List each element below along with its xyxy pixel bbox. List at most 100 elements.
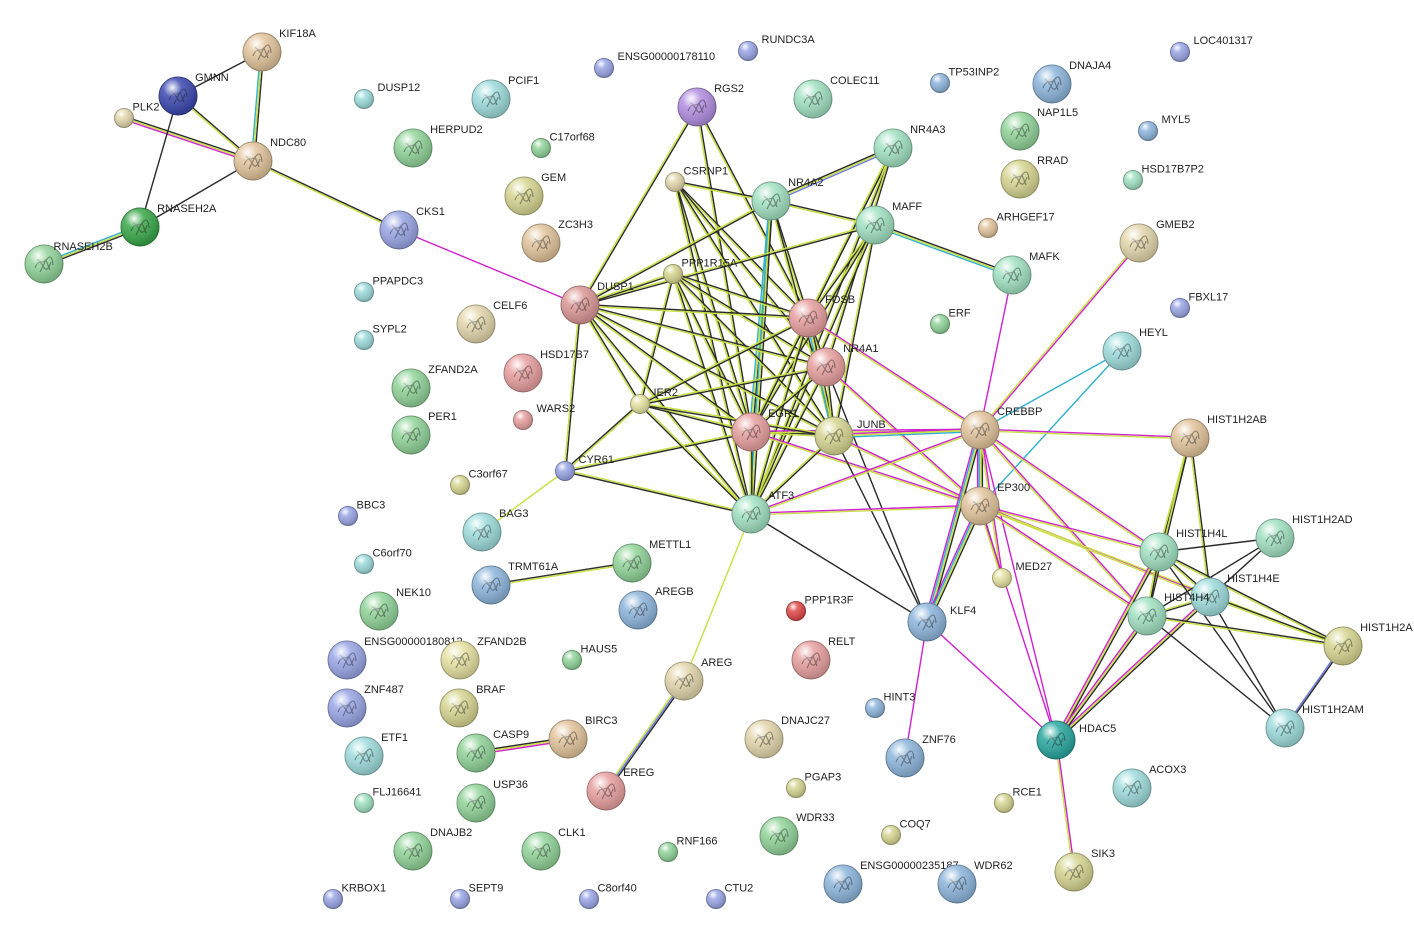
node-atf3[interactable]: ATF3: [731, 490, 794, 534]
node-hint3[interactable]: HINT3: [865, 691, 916, 718]
node-ensg00000178110[interactable]: ENSG00000178110: [594, 51, 716, 78]
node-ereg[interactable]: EREG: [586, 767, 654, 811]
node-zc3h3[interactable]: ZC3H3: [521, 219, 593, 263]
node-sik3[interactable]: SIK3: [1054, 848, 1115, 892]
node-rgs2[interactable]: RGS2: [677, 83, 744, 127]
node-zfand2b[interactable]: ZFAND2B: [440, 636, 527, 680]
node-wars2[interactable]: WARS2: [513, 403, 576, 430]
node-ep300[interactable]: EP300: [960, 482, 1030, 526]
node-wdr62[interactable]: WDR62: [937, 860, 1013, 904]
node-csrnp1[interactable]: CSRNP1: [665, 165, 729, 192]
node-egr1[interactable]: EGR1: [731, 408, 798, 452]
node-med27[interactable]: MED27: [992, 561, 1053, 588]
node-c8orf40[interactable]: C8orf40: [579, 882, 637, 909]
node-ndc80[interactable]: NDC80: [233, 137, 306, 181]
node-gem[interactable]: GEM: [504, 172, 566, 216]
node-rundc3a[interactable]: RUNDC3A: [738, 34, 816, 61]
node-maff[interactable]: MAFF: [855, 201, 922, 245]
node-flj16641[interactable]: FLJ16641: [354, 786, 422, 813]
node-klf4[interactable]: KLF4: [907, 602, 976, 642]
node-nek10[interactable]: NEK10: [359, 587, 431, 631]
node-rce1[interactable]: RCE1: [994, 786, 1042, 813]
node-herpud2[interactable]: HERPUD2: [393, 124, 483, 168]
node-hist4h4[interactable]: HIST4H4: [1127, 592, 1209, 636]
node-ier2[interactable]: IER2: [630, 387, 678, 414]
node-pcif1[interactable]: PCIF1: [471, 75, 539, 119]
node-dusp1[interactable]: DUSP1: [560, 281, 634, 325]
node-hist1h2a[interactable]: HIST1H2A: [1323, 622, 1413, 666]
node-hsd17b7[interactable]: HSD17B7: [503, 349, 589, 393]
node-bag3[interactable]: BAG3: [462, 508, 528, 552]
node-krbox1[interactable]: KRBOX1: [323, 882, 387, 909]
node-hist1h4e[interactable]: HIST1H4E: [1190, 573, 1280, 617]
node-rnf166[interactable]: RNF166: [658, 835, 718, 862]
node-trmt61a[interactable]: TRMT61A: [471, 561, 559, 605]
node-c6orf70[interactable]: C6orf70: [354, 547, 412, 574]
node-ppapdc3[interactable]: PPAPDC3: [354, 275, 424, 302]
node-junb[interactable]: JUNB: [814, 416, 886, 456]
node-rrad[interactable]: RRAD: [1000, 155, 1068, 199]
node-kif18a[interactable]: KIF18A: [242, 28, 316, 72]
node-dusp12[interactable]: DUSP12: [354, 82, 421, 109]
node-usp36[interactable]: USP36: [456, 779, 528, 823]
node-sept9[interactable]: SEPT9: [450, 882, 504, 909]
node-nap1l5[interactable]: NAP1L5: [1000, 107, 1078, 151]
node-aregb[interactable]: AREGB: [618, 586, 694, 630]
node-dnajc27[interactable]: DNAJC27: [744, 715, 830, 759]
node-dnajb2[interactable]: DNAJB2: [393, 827, 472, 871]
node-gmeb2[interactable]: GMEB2: [1119, 219, 1195, 263]
node-c3orf67[interactable]: C3orf67: [450, 468, 508, 495]
node-hsd17b7p2[interactable]: HSD17B7P2: [1123, 163, 1204, 190]
node-rnaseh2b[interactable]: RNASEH2B: [24, 241, 113, 284]
node-celf6[interactable]: CELF6: [456, 300, 527, 344]
node-erf[interactable]: ERF: [930, 307, 971, 334]
node-fosb[interactable]: FOSB: [788, 294, 855, 338]
node-hist1h2ad[interactable]: HIST1H2AD: [1255, 514, 1353, 558]
node-nr4a1[interactable]: NR4A1: [806, 343, 879, 387]
node-ppp1r3f[interactable]: PPP1R3F: [786, 594, 854, 621]
node-haus5[interactable]: HAUS5: [562, 643, 618, 670]
node-znf487[interactable]: ZNF487: [327, 684, 404, 728]
node-areg[interactable]: AREG: [664, 657, 732, 701]
node-casp9[interactable]: CASP9: [456, 729, 529, 773]
node-hist1h4l[interactable]: HIST1H4L: [1139, 528, 1227, 572]
node-per1[interactable]: PER1: [391, 411, 457, 455]
node-nr4a3[interactable]: NR4A3: [873, 124, 946, 168]
node-birc3[interactable]: BIRC3: [548, 715, 618, 759]
node-znf76[interactable]: ZNF76: [885, 734, 956, 778]
node-ensg00000235187[interactable]: ENSG00000235187: [823, 860, 959, 904]
node-cks1[interactable]: CKS1: [379, 206, 445, 250]
node-hist1h2ab[interactable]: HIST1H2AB: [1170, 414, 1267, 458]
node-fbxl17[interactable]: FBXL17: [1170, 291, 1229, 318]
node-myl5[interactable]: MYL5: [1138, 114, 1191, 141]
node-c17orf68[interactable]: C17orf68: [531, 131, 595, 158]
node-tp53inp2[interactable]: TP53INP2: [930, 66, 1000, 93]
node-rnaseh2a[interactable]: RNASEH2A: [120, 203, 217, 247]
node-crebbp[interactable]: CREBBP: [960, 406, 1042, 450]
node-colec11[interactable]: COLEC11: [793, 75, 879, 119]
node-mafk[interactable]: MAFK: [992, 251, 1060, 295]
node-acox3[interactable]: ACOX3: [1112, 764, 1186, 808]
node-loc401317[interactable]: LOC401317: [1170, 35, 1253, 62]
node-pgap3[interactable]: PGAP3: [786, 771, 842, 798]
node-relt[interactable]: RELT: [791, 636, 856, 680]
node-ctu2[interactable]: CTU2: [706, 882, 754, 909]
node-heyl[interactable]: HEYL: [1102, 327, 1168, 371]
node-hdac5[interactable]: HDAC5: [1036, 720, 1116, 760]
node-gmnn[interactable]: GMNN: [158, 72, 229, 116]
node-coq7[interactable]: COQ7: [881, 818, 931, 845]
node-nr4a2[interactable]: NR4A2: [751, 177, 824, 221]
node-braf[interactable]: BRAF: [439, 684, 506, 728]
node-etf1[interactable]: ETF1: [344, 732, 408, 776]
node-ensg00000180812[interactable]: ENSG00000180812: [327, 636, 463, 680]
node-arhgef17[interactable]: ARHGEF17: [978, 211, 1055, 238]
node-sypl2[interactable]: SYPL2: [354, 323, 407, 350]
node-zfand2a[interactable]: ZFAND2A: [391, 364, 478, 408]
node-dnaja4[interactable]: DNAJA4: [1032, 60, 1111, 104]
node-mettl1[interactable]: METTL1: [612, 539, 691, 583]
node-bbc3[interactable]: BBC3: [338, 499, 386, 526]
node-cyr61[interactable]: CYR61: [555, 454, 614, 481]
node-hist1h2am[interactable]: HIST1H2AM: [1265, 704, 1364, 748]
node-plk2[interactable]: PLK2: [114, 101, 160, 128]
node-wdr33[interactable]: WDR33: [759, 812, 835, 856]
